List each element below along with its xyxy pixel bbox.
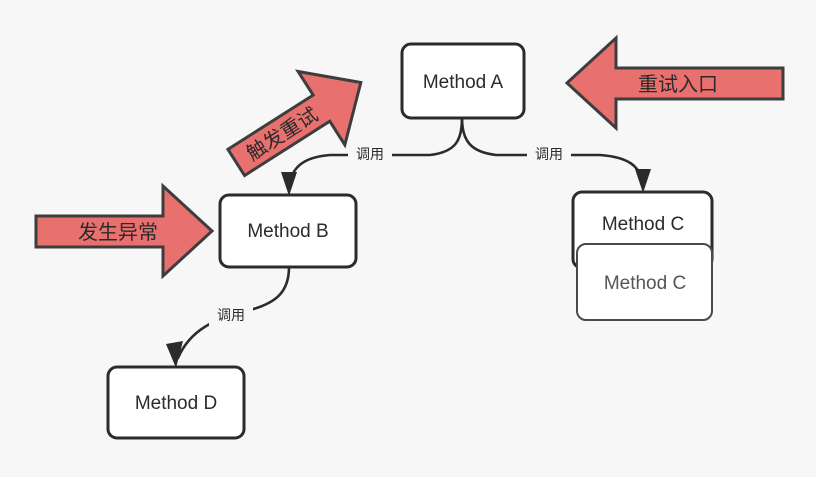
- edge-label-b-to-d: 调用: [209, 304, 253, 326]
- edge-label-a-to-b-text: 调用: [356, 146, 384, 162]
- edge-label-a-to-b-bg: [348, 143, 392, 165]
- edge-label-group: 调用 调用 调用: [209, 143, 571, 326]
- node-method-d[interactable]: Method D: [106, 365, 246, 440]
- retry-entry-arrow-label: 重试入口: [638, 73, 718, 96]
- node-method-a-box[interactable]: [400, 42, 526, 120]
- edge-b-to-d-arrowhead: [166, 341, 183, 368]
- node-method-c-front-label: Method C: [604, 273, 686, 294]
- node-method-b[interactable]: Method B: [218, 193, 358, 269]
- exception-occurs-arrow-icon[interactable]: [34, 182, 215, 280]
- edge-label-b-to-d-bg: [209, 304, 253, 326]
- callout-retry-entry[interactable]: 重试入口: [564, 34, 785, 132]
- edge-label-b-to-d-text: 调用: [217, 307, 245, 323]
- edge-a-to-b-arrowhead: [281, 172, 297, 196]
- node-method-c-front[interactable]: Method C: [576, 243, 713, 321]
- retry-entry-arrow-icon[interactable]: [564, 34, 785, 132]
- node-method-b-box[interactable]: [218, 193, 358, 269]
- node-method-a[interactable]: Method A: [400, 42, 526, 120]
- edge-label-a-to-c-text: 调用: [535, 146, 563, 162]
- node-method-d-box[interactable]: [106, 365, 246, 440]
- node-method-b-label: Method B: [247, 221, 328, 242]
- node-method-c-back-label: Method C: [602, 214, 684, 235]
- node-method-d-label: Method D: [135, 393, 217, 414]
- edge-label-a-to-c-bg: [527, 143, 571, 165]
- trigger-retry-arrow-icon[interactable]: [213, 46, 385, 199]
- edge-label-a-to-c: 调用: [527, 143, 571, 165]
- edge-a-to-c-arrowhead: [635, 169, 651, 193]
- exception-occurs-arrow-label: 发生异常: [78, 221, 158, 244]
- callout-exception-occurs[interactable]: 发生异常: [34, 182, 215, 280]
- node-method-a-label: Method A: [423, 72, 504, 93]
- node-method-c-front-box[interactable]: [576, 243, 713, 321]
- callout-trigger-retry[interactable]: 触发重试: [213, 46, 385, 199]
- edge-label-a-to-b: 调用: [348, 143, 392, 165]
